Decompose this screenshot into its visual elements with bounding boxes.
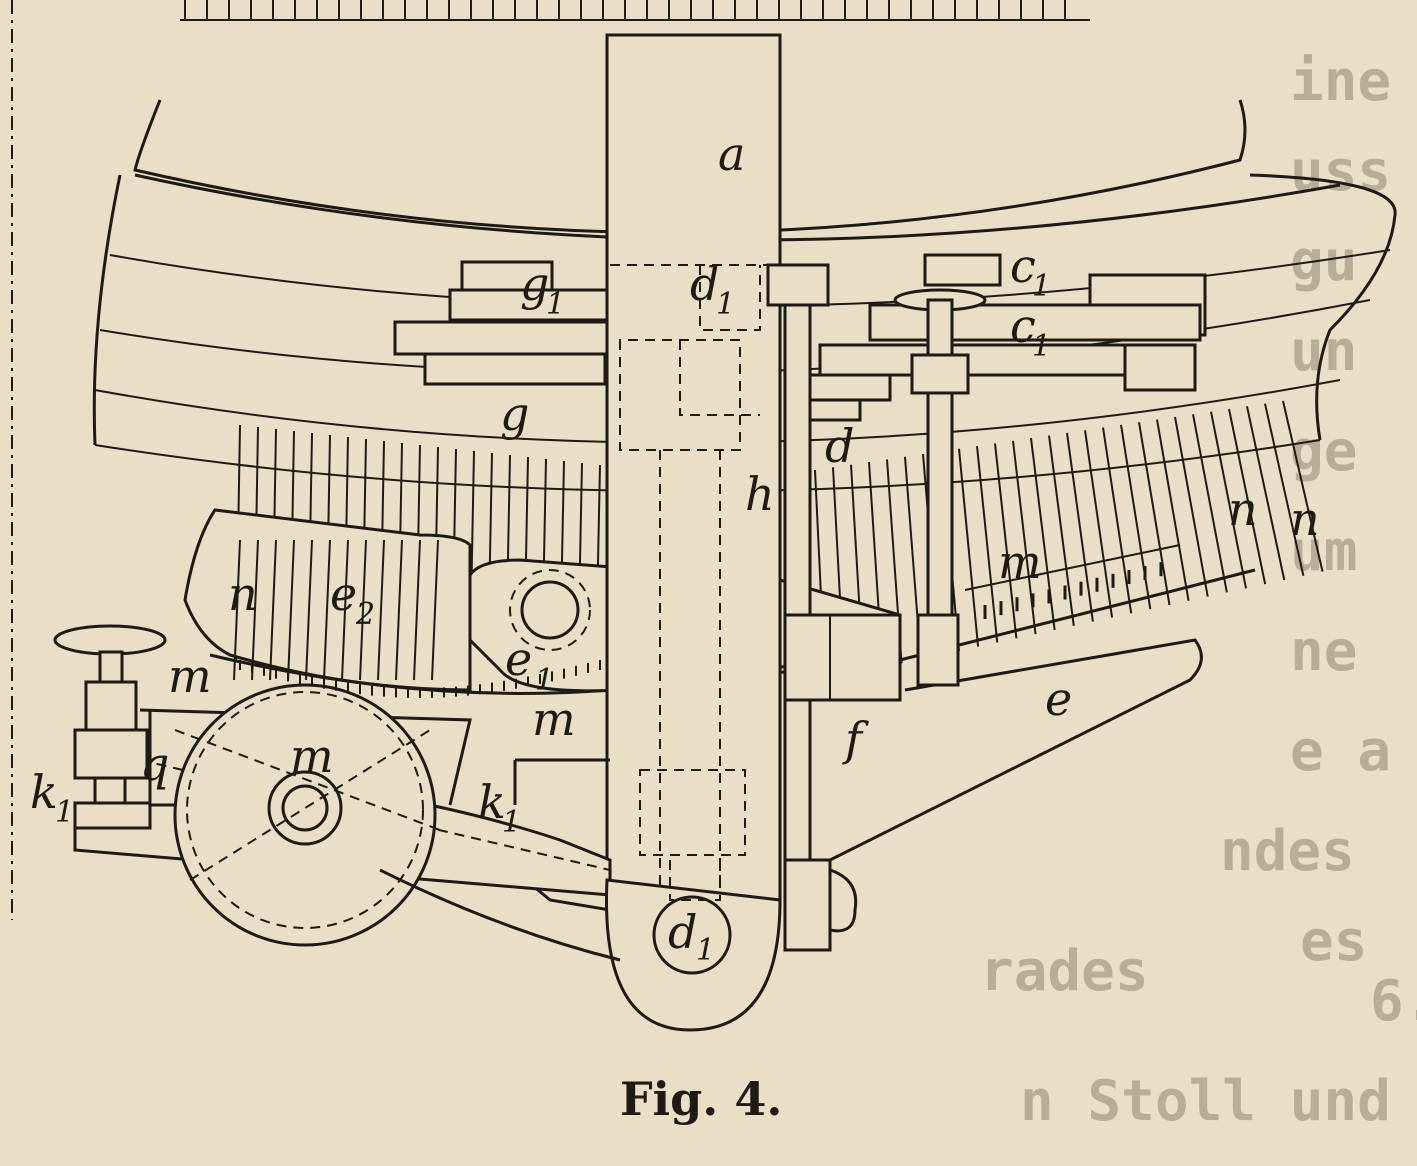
gear-tooth	[1048, 435, 1075, 626]
label-k1-sub: 1	[55, 795, 74, 830]
wheel	[173, 683, 441, 947]
label-d1-top-sub: 1	[716, 287, 735, 322]
label-e1-sub: 1	[535, 663, 554, 698]
bleed-line: e a	[1290, 719, 1391, 784]
label-q: q	[140, 737, 169, 791]
hidden-lines	[610, 264, 780, 1000]
label-d1-bottom-sub: 1	[696, 933, 715, 968]
bleed-line: 6.	[1370, 969, 1417, 1034]
gear-tooth	[994, 443, 1018, 639]
bleed-line: gu	[1290, 229, 1357, 294]
cam-line	[359, 539, 367, 681]
adjusting-screw-right	[910, 298, 970, 687]
gear-tooth	[1138, 422, 1171, 606]
cam-plate-e2-lines	[233, 539, 439, 681]
label-g: g	[500, 387, 529, 441]
gear-tooth	[1084, 430, 1114, 618]
cam-line	[395, 539, 403, 681]
label-g1-sub: 1	[546, 287, 565, 322]
figure-caption: Fig. 4.	[620, 1072, 782, 1126]
label-g1: g	[520, 257, 549, 311]
label-a: a	[718, 127, 745, 181]
cam-line	[305, 539, 313, 681]
bleed-line: ge	[1290, 419, 1357, 484]
upper-clamp-left	[393, 260, 627, 386]
label-m-left: m	[168, 649, 212, 703]
gear-tooth	[1192, 414, 1228, 593]
cam-line	[377, 539, 385, 681]
label-c1-top: c	[1010, 239, 1036, 293]
label-e1: e	[505, 632, 532, 686]
bleed-line: rades	[980, 939, 1149, 1004]
label-c1-mid: c	[1010, 299, 1036, 353]
label-e2-sub: 2	[355, 597, 375, 632]
gear-tooth	[1264, 403, 1305, 577]
cam-line	[251, 539, 259, 681]
lever-pivot	[520, 580, 580, 640]
bleed-line: ndes	[1220, 819, 1355, 884]
gear-tooth	[1156, 419, 1190, 601]
gear-tooth	[1066, 432, 1094, 622]
bracket-e	[829, 638, 1203, 862]
label-n-right1: n	[1228, 482, 1258, 536]
gear-tooth	[958, 448, 980, 647]
gear-tooth	[1030, 438, 1056, 631]
bleed-line: n Stoll und Co.	[1020, 1069, 1417, 1134]
label-center: m	[290, 729, 334, 783]
gear-tooth	[1210, 411, 1247, 589]
gear-tooth	[1282, 400, 1324, 572]
label-k1: k	[30, 765, 58, 819]
cam-line	[413, 539, 421, 681]
bleed-line: es	[1300, 909, 1367, 974]
index-marks-right	[983, 562, 1163, 619]
label-d1-bottom: d	[668, 905, 697, 959]
top-ruler	[180, 0, 1090, 21]
gear-tooth	[1228, 408, 1267, 585]
bleed-line: um	[1290, 519, 1357, 584]
cam-line	[323, 539, 331, 681]
label-k1-mid: k	[478, 775, 506, 829]
label-c1-top-sub: 1	[1032, 269, 1051, 304]
lower-bracket	[379, 868, 621, 962]
label-e: e	[1045, 672, 1072, 726]
label-e2: e	[330, 567, 357, 621]
label-m: m	[998, 535, 1042, 589]
label-f: f	[842, 712, 869, 766]
labels: a c 1 c 1 d 1 g 1 g d h n n m n e 2 e 1 …	[30, 127, 1320, 968]
bleed-through-text: ine uss gu un ge um ne e a ndes es rades…	[980, 49, 1417, 1134]
gear-tooth	[976, 446, 999, 643]
gear-tooth	[1174, 416, 1209, 597]
label-n-right2: n	[1290, 492, 1320, 546]
bleed-line: uss	[1290, 139, 1391, 204]
label-n-left: n	[228, 567, 258, 621]
label-d: d	[825, 419, 854, 473]
cam-line	[341, 539, 349, 681]
bleed-line: ine	[1290, 49, 1391, 114]
gear-tooth	[1246, 406, 1286, 581]
label-h: h	[745, 467, 775, 521]
bottom-pivot	[604, 858, 858, 1032]
upper-clamp-right	[808, 253, 1207, 422]
index-ticks-lower	[239, 660, 601, 698]
cam-line	[233, 539, 241, 681]
cam-line	[431, 539, 439, 681]
bleed-line: ne	[1290, 619, 1357, 684]
label-m-bottom: m	[532, 692, 576, 746]
index-dots	[964, 544, 1181, 591]
label-d1-top: d	[690, 257, 719, 311]
label-k1-mid-sub: 1	[502, 805, 521, 840]
cam-line	[287, 539, 295, 681]
label-c1-mid-sub: 1	[1032, 329, 1051, 364]
cam-line	[269, 539, 277, 681]
block-f	[783, 613, 902, 702]
adjusting-knob-q	[53, 624, 167, 830]
gear-tooth	[1102, 427, 1133, 614]
